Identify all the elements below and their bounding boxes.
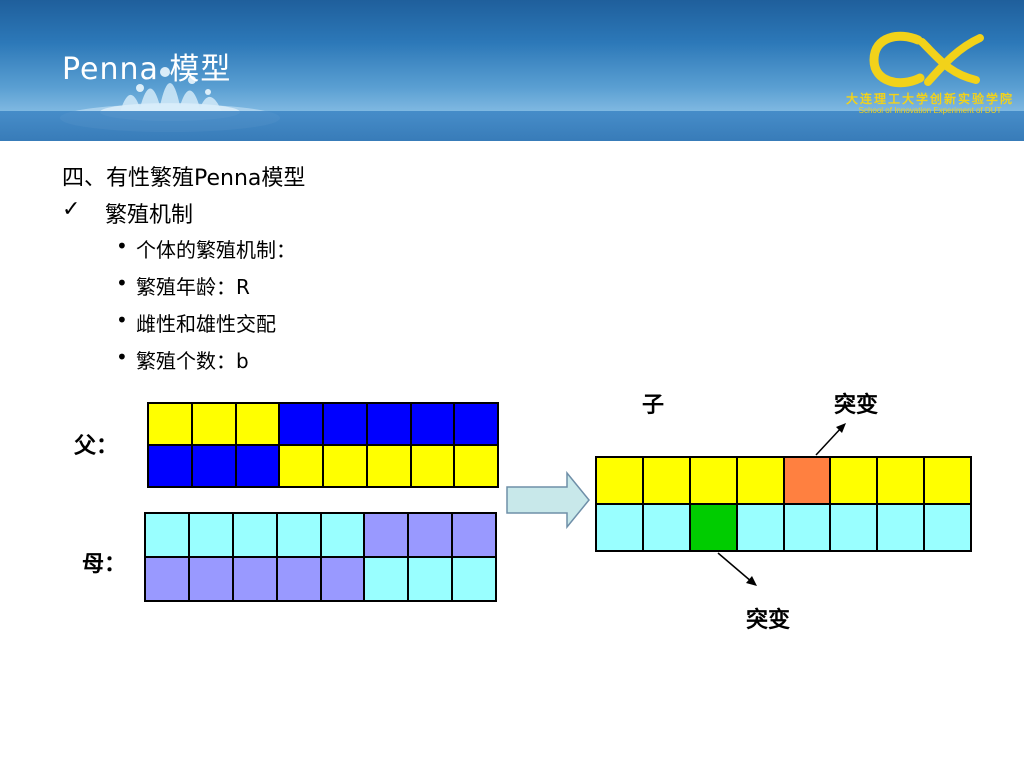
child-chromosome-grid bbox=[595, 456, 972, 552]
child-gene-cell bbox=[877, 457, 925, 504]
father-gene-cell bbox=[148, 403, 192, 445]
child-gene-cell bbox=[924, 457, 971, 504]
bullet-item: 个体的繁殖机制： bbox=[136, 238, 296, 262]
father-chromosome-grid bbox=[147, 402, 499, 488]
father-gene-cell bbox=[454, 445, 498, 487]
father-gene-cell bbox=[279, 445, 323, 487]
father-gene-cell bbox=[410, 445, 455, 487]
header-banner bbox=[0, 0, 1024, 141]
child-gene-cell bbox=[736, 504, 784, 551]
right-arrow-icon bbox=[506, 470, 590, 530]
child-gene-cell bbox=[924, 504, 971, 551]
mother-gene-cell bbox=[145, 513, 189, 557]
arrowhead-icon bbox=[836, 423, 846, 433]
child-gene-cell bbox=[596, 457, 643, 504]
child-gene-cell bbox=[783, 504, 831, 551]
mother-gene-cell bbox=[364, 513, 409, 557]
father-label: 父： bbox=[74, 434, 119, 459]
mutation-pointer-top bbox=[815, 426, 843, 456]
bullet-dot: • bbox=[116, 271, 128, 295]
child-gene-cell bbox=[877, 504, 925, 551]
child-gene-cell bbox=[830, 504, 878, 551]
mother-gene-cell bbox=[145, 557, 189, 601]
slide-title: Penna 模型 bbox=[62, 52, 232, 87]
logo-english-text: School of Innovation Experiment of DUT bbox=[858, 106, 1002, 115]
bullet-dot: • bbox=[116, 234, 128, 258]
school-logo: 大连理工大学创新实验学院 School of Innovation Experi… bbox=[840, 30, 1020, 120]
bullet-item: 雌性和雄性交配 bbox=[136, 312, 276, 336]
check-mark: ✓ bbox=[62, 197, 81, 222]
father-gene-cell bbox=[323, 445, 367, 487]
father-gene-cell bbox=[235, 403, 280, 445]
child-gene-cell bbox=[783, 457, 831, 504]
child-gene-cell bbox=[736, 457, 784, 504]
child-gene-cell bbox=[689, 457, 737, 504]
child-gene-cell bbox=[830, 457, 878, 504]
father-gene-cell bbox=[323, 403, 367, 445]
subheading: 繁殖机制 bbox=[105, 203, 194, 228]
mutation-label-top: 突变 bbox=[834, 393, 879, 418]
father-gene-cell bbox=[148, 445, 192, 487]
arrowhead-icon bbox=[746, 576, 757, 586]
mother-gene-cell bbox=[452, 557, 496, 601]
mutation-label-bottom: 突变 bbox=[746, 608, 791, 633]
child-gene-cell bbox=[596, 504, 643, 551]
child-gene-cell bbox=[642, 457, 690, 504]
bullet-item: 繁殖个数：b bbox=[136, 349, 249, 373]
bullet-dot: • bbox=[116, 308, 128, 332]
cx-logo-icon bbox=[869, 31, 984, 88]
mother-gene-cell bbox=[364, 557, 409, 601]
father-gene-cell bbox=[366, 403, 411, 445]
mutation-pointer-bottom bbox=[717, 552, 753, 583]
father-gene-cell bbox=[454, 403, 498, 445]
banner-band bbox=[0, 111, 1024, 141]
father-gene-cell bbox=[235, 445, 280, 487]
mother-gene-cell bbox=[408, 557, 453, 601]
section-heading: 四、有性繁殖Penna模型 bbox=[62, 166, 306, 191]
mother-label: 母： bbox=[82, 552, 127, 577]
mother-gene-cell bbox=[188, 557, 233, 601]
father-gene-cell bbox=[191, 403, 236, 445]
bullet-dot: • bbox=[116, 345, 128, 369]
mother-gene-cell bbox=[408, 513, 453, 557]
father-gene-cell bbox=[279, 403, 323, 445]
child-gene-cell bbox=[642, 504, 690, 551]
child-label: 子 bbox=[642, 393, 665, 418]
child-gene-cell bbox=[689, 504, 737, 551]
mother-gene-cell bbox=[276, 513, 321, 557]
logo-chinese-text: 大连理工大学创新实验学院 bbox=[845, 92, 1014, 106]
father-gene-cell bbox=[191, 445, 236, 487]
mother-gene-cell bbox=[232, 513, 277, 557]
mother-gene-cell bbox=[452, 513, 496, 557]
mother-gene-cell bbox=[320, 557, 365, 601]
mother-gene-cell bbox=[276, 557, 321, 601]
mother-gene-cell bbox=[320, 513, 365, 557]
father-gene-cell bbox=[366, 445, 411, 487]
mother-gene-cell bbox=[188, 513, 233, 557]
bullet-item: 繁殖年龄：R bbox=[136, 275, 250, 299]
mother-chromosome-grid bbox=[144, 512, 497, 602]
father-gene-cell bbox=[410, 403, 455, 445]
mother-gene-cell bbox=[232, 557, 277, 601]
